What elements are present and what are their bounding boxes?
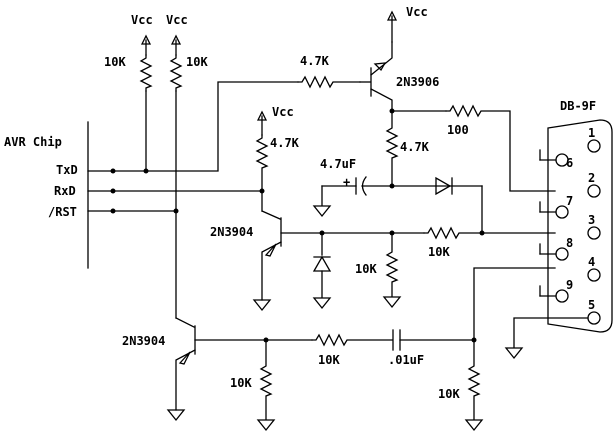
r-pullup2-label: 10K (186, 55, 208, 69)
db9-pin-7 (555, 205, 569, 219)
db9-pin-3-label: 3 (588, 213, 595, 227)
cap-4u7-label: 4.7uF (320, 157, 356, 171)
r-100-label: 100 (447, 123, 469, 137)
rxd-base-net: 10K 10K (280, 226, 556, 310)
resistor-rxd-pullup: 4.7K (255, 134, 300, 212)
connector-label: DB-9F (560, 99, 596, 113)
npn-rst-label: 2N3904 (122, 334, 165, 348)
avr-chip-label: AVR Chip (4, 135, 62, 149)
db9-pin-2-label: 2 (588, 171, 595, 185)
resistor-pnp-base: 4.7K (297, 54, 361, 89)
r-rxd-gnd-label: 10K (355, 262, 377, 276)
txd-label: TxD (56, 163, 78, 177)
transistor-2n3904-rxd: 2N3904 (210, 210, 282, 312)
vcc-symbol-1: Vcc (131, 13, 153, 56)
transistor-2n3906: 2N3906 (359, 41, 439, 112)
vcc-symbol-3: Vcc (386, 5, 428, 43)
pnp-label: 2N3906 (396, 75, 439, 89)
r-rxd-pullup-label: 4.7K (270, 136, 300, 150)
db9-pin-9 (555, 289, 569, 303)
vcc3-label: Vcc (406, 5, 428, 19)
r-pin4-gnd-label: 10K (438, 387, 460, 401)
db9-pin-7-label: 7 (566, 194, 573, 208)
capacitor-4u7: 4.7uF + (312, 157, 483, 218)
rst-net (87, 90, 177, 319)
db9-pin-3 (587, 226, 601, 240)
npn-rxd-label: 2N3904 (210, 225, 253, 239)
db9f-connector: DB-9F 1 6 2 7 3 8 4 9 5 (504, 99, 613, 360)
db9-pin-6-label: 6 (566, 156, 573, 170)
vcc-symbol-2: Vcc (166, 13, 188, 56)
r-pullup1-label: 10K (104, 55, 126, 69)
db9-pin-8 (555, 247, 569, 261)
cap-plus-sign: + (343, 175, 350, 189)
resistor-pullup-txd: 10K (104, 54, 153, 92)
r-rst-base-label: 10K (318, 353, 340, 367)
r-pnp-coll-label: 4.7K (400, 140, 430, 154)
r-rst-gnd-label: 10K (230, 376, 252, 390)
db9-pin-8-label: 8 (566, 236, 573, 250)
db9-pin-2 (587, 184, 601, 198)
txd-net (87, 81, 299, 172)
junction-dots (110, 108, 485, 343)
vcc2-label: Vcc (166, 13, 188, 27)
db9-pin-4-label: 4 (588, 255, 595, 269)
r-base-pnp-label: 4.7K (300, 54, 330, 68)
pnp-collector-net: 100 4.7K (385, 104, 556, 192)
cap-01u-label: .01uF (388, 353, 424, 367)
db9-pin-1-label: 1 (588, 126, 595, 140)
rxd-label: RxD (54, 184, 76, 198)
db9-pin-6 (555, 153, 569, 167)
db9-pin-9-label: 9 (566, 278, 573, 292)
rst-base-net: 10K .01uF 10K 10K (194, 267, 556, 432)
transistor-2n3904-rst: 2N3904 (122, 317, 196, 422)
r-rxd-base-label: 10K (428, 245, 450, 259)
vcc1-label: Vcc (131, 13, 153, 27)
db9-pin-4 (587, 268, 601, 282)
db9-pin-5-label: 5 (588, 298, 595, 312)
avr-chip: AVR Chip TxD RxD /RST (4, 121, 89, 269)
db9-pin-1 (587, 139, 601, 153)
resistor-pullup-rst: 10K (169, 54, 208, 92)
db9-pin-5 (587, 311, 601, 325)
vcc4-label: Vcc (272, 105, 294, 119)
rst-label: /RST (48, 205, 77, 219)
vcc-symbol-4: Vcc (256, 105, 294, 136)
diode-pin3 (435, 176, 483, 234)
